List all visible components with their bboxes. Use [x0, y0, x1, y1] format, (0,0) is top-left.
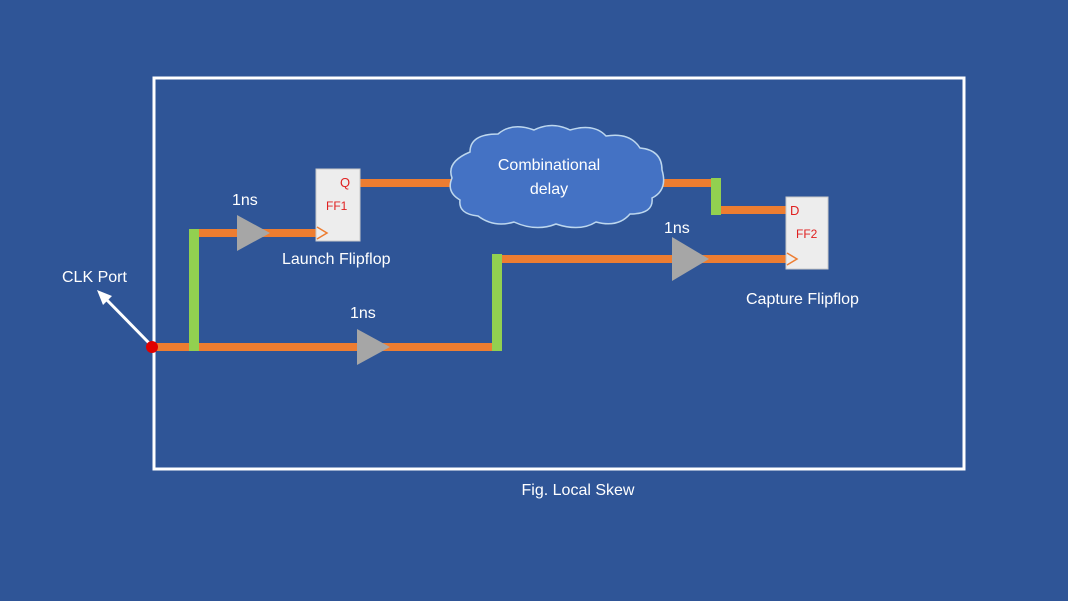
launch-flipflop-label: Launch Flipflop [282, 251, 391, 268]
buffer-launch-icon [237, 215, 270, 251]
capture-flipflop: D FF2 [785, 196, 829, 270]
ff1-q-pin: Q [340, 175, 350, 190]
branch-segments [189, 178, 721, 351]
clk-port-arrow-shaft [102, 295, 152, 346]
cloud-label-line1: Combinational [498, 157, 600, 174]
buffer-main-icon [357, 329, 390, 365]
clk-port-label: CLK Port [62, 269, 127, 286]
clk-port-dot [146, 341, 158, 353]
ff1-body [315, 168, 361, 242]
ff1-name: FF1 [326, 199, 348, 213]
clock-wires [152, 179, 788, 351]
buffer-capture-icon [672, 237, 709, 281]
data-branch-segment [711, 178, 721, 215]
delay-label-capture: 1ns [664, 220, 690, 237]
boundary-frame [152, 76, 966, 471]
ff2-clock-pin-icon [786, 252, 799, 266]
combinational-delay-cloud-icon [449, 124, 665, 229]
capture-flipflop-label: Capture Flipflop [746, 291, 859, 308]
cloud-label-line2: delay [530, 181, 568, 198]
ff2-d-pin: D [790, 203, 799, 218]
clk-port-arrow-icon [97, 290, 112, 305]
launch-flipflop: Q FF1 [315, 168, 361, 242]
launch-branch-segment [189, 229, 199, 351]
figure-caption: Fig. Local Skew [522, 482, 635, 499]
delay-label-launch: 1ns [232, 192, 258, 209]
ff1-clock-pin-icon [316, 226, 329, 240]
delay-label-main: 1ns [350, 305, 376, 322]
ff2-name: FF2 [796, 227, 818, 241]
capture-branch-segment [492, 254, 502, 351]
